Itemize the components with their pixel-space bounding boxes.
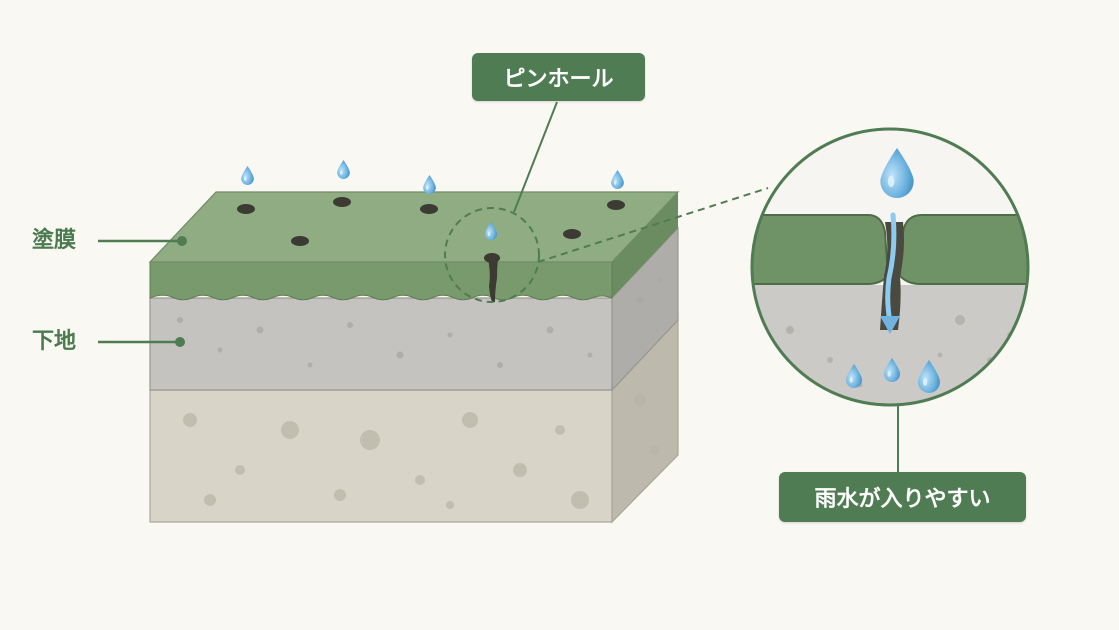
concrete-block: [149, 318, 679, 524]
pinhole-focus-circle: [444, 207, 540, 303]
pinhole-icon: [237, 197, 625, 263]
zoom-connector-line: [537, 187, 769, 263]
substrate-leader-dot: [175, 337, 185, 347]
substrate-label: 下地: [32, 329, 77, 354]
coating-leader-dot: [177, 236, 187, 246]
pinhole-tag: ピンホール: [472, 53, 645, 101]
coating-layer: [148, 191, 680, 302]
down-arrow-icon: [880, 316, 900, 334]
coating-label: 塗膜: [32, 228, 77, 253]
zoom-cross-section: [750, 127, 1030, 407]
substrate-block: [149, 226, 679, 392]
pinhole-leader-line: [513, 101, 558, 213]
rain-entry-tag: 雨水が入りやすい: [779, 472, 1026, 522]
